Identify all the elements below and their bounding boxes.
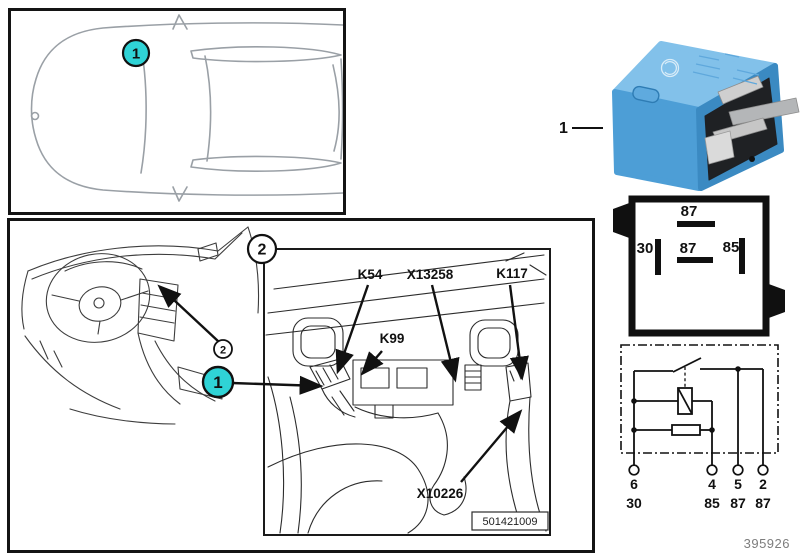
instrument-cluster xyxy=(64,261,143,272)
rearview-mirror xyxy=(197,242,219,262)
car-top-view-drawing: 1 xyxy=(30,14,343,202)
pin-label-30: 30 xyxy=(637,240,654,257)
hood-badge xyxy=(30,111,40,121)
arrow-k54 xyxy=(335,284,370,375)
marker-circle xyxy=(121,38,151,68)
image-reference-number: 501421009 xyxy=(482,516,537,528)
keying-lug-left xyxy=(613,202,632,239)
detail-view-marker: 2 xyxy=(246,233,278,265)
marker-number: 1 xyxy=(132,46,140,63)
relay-roundel-print xyxy=(660,58,680,78)
relay-photo-illustration: 1 xyxy=(553,28,800,198)
keying-lug-right xyxy=(766,283,785,319)
location-marker-car: 1 xyxy=(121,38,151,68)
arrow-k99 xyxy=(360,350,384,376)
rear-window-edge xyxy=(332,64,340,152)
windshield-rear-edge xyxy=(204,55,212,162)
label-k54: K54 xyxy=(358,267,383,282)
marker-circle xyxy=(213,339,233,359)
marker-number: 2 xyxy=(258,242,267,259)
side-glass-bottom xyxy=(190,155,342,172)
relay-item-number: 1 xyxy=(559,120,568,137)
relay-body xyxy=(612,41,800,191)
trunk-edge xyxy=(340,58,343,160)
pin-slot-87-top xyxy=(677,221,715,227)
relay-pin-block xyxy=(704,130,735,165)
a-pillar xyxy=(247,226,260,314)
marker-circle xyxy=(246,233,278,265)
label-x10226: X10226 xyxy=(417,486,464,501)
pin-number: 5 xyxy=(734,476,742,492)
pin-number: 6 xyxy=(630,476,638,492)
relay-pin-blade xyxy=(728,97,800,126)
junction-dots xyxy=(631,366,741,433)
car-top-view-panel: 1 xyxy=(8,8,346,215)
interior-detail-panel: 2 xyxy=(7,218,595,553)
figure-number: 395926 xyxy=(743,536,790,551)
switch-blade xyxy=(672,357,702,373)
terminal-name: 87 xyxy=(730,495,746,511)
schematic-boundary xyxy=(620,344,779,454)
pin-label-87-top: 87 xyxy=(681,203,698,220)
arrow-x10226 xyxy=(460,409,523,483)
component-callouts: K54 X13258 K117 K99 X10226 xyxy=(335,266,529,501)
pin-slot-85 xyxy=(739,238,745,274)
dashboard-sketch xyxy=(21,226,260,425)
socket-detail xyxy=(749,156,755,162)
pin-number: 2 xyxy=(759,476,767,492)
schematic-wiring xyxy=(633,357,764,465)
detail-inset-frame xyxy=(263,248,551,536)
terminal-name: 30 xyxy=(626,495,642,511)
center-stack xyxy=(137,278,179,342)
interior-detail-drawing: 2 xyxy=(21,226,551,536)
arrow-k117 xyxy=(508,284,529,381)
steering-wheel xyxy=(45,253,151,343)
relay-location-marker: 1 xyxy=(201,365,235,399)
label-k99: K99 xyxy=(380,331,405,346)
side-mirror-right xyxy=(172,186,188,202)
arrow-x13258 xyxy=(430,284,460,383)
side-glass-top xyxy=(190,46,342,63)
terminal-circles xyxy=(628,464,769,476)
center-console xyxy=(154,340,216,402)
image-reference: 501421009 xyxy=(471,511,549,531)
relay-item-callout: 1 xyxy=(559,120,603,137)
pin-slot-87-center xyxy=(677,257,713,263)
speaker-ring-left xyxy=(292,317,344,367)
terminal-name: 87 xyxy=(755,495,771,511)
marker-number: 2 xyxy=(220,345,226,357)
marker-circle xyxy=(201,365,235,399)
relay-pin-diagram: 87 30 87 85 xyxy=(598,190,798,342)
label-k117: K117 xyxy=(496,266,528,281)
pin-slot-30 xyxy=(655,239,661,275)
floor-line xyxy=(24,335,121,410)
terminal-labels: 6 4 5 2 30 85 87 87 xyxy=(626,476,771,511)
resistor-symbol xyxy=(671,424,701,436)
dash-pointer-arrow xyxy=(157,284,220,343)
pin-number: 4 xyxy=(708,476,716,492)
marker-number: 1 xyxy=(213,373,222,392)
terminal-name: 85 xyxy=(704,495,720,511)
pin-diagram-frame xyxy=(628,195,770,337)
pin-label-87-center: 87 xyxy=(680,240,697,257)
relay-left-face xyxy=(612,89,702,191)
pin-label-85: 85 xyxy=(723,239,740,256)
relay-label-print xyxy=(692,53,760,85)
relay-mounting-clip xyxy=(632,85,660,104)
image-reference-box xyxy=(471,511,549,531)
wiring xyxy=(354,406,439,419)
relay-location-arrow xyxy=(231,375,324,395)
dash-pointer-marker: 2 xyxy=(213,339,233,359)
car-outline xyxy=(30,14,343,202)
control-unit xyxy=(352,359,454,406)
relay-circuit-schematic: 6 4 5 2 30 85 87 87 xyxy=(598,336,798,524)
side-mirror-left xyxy=(172,14,188,30)
label-x13258: X13258 xyxy=(407,267,454,282)
